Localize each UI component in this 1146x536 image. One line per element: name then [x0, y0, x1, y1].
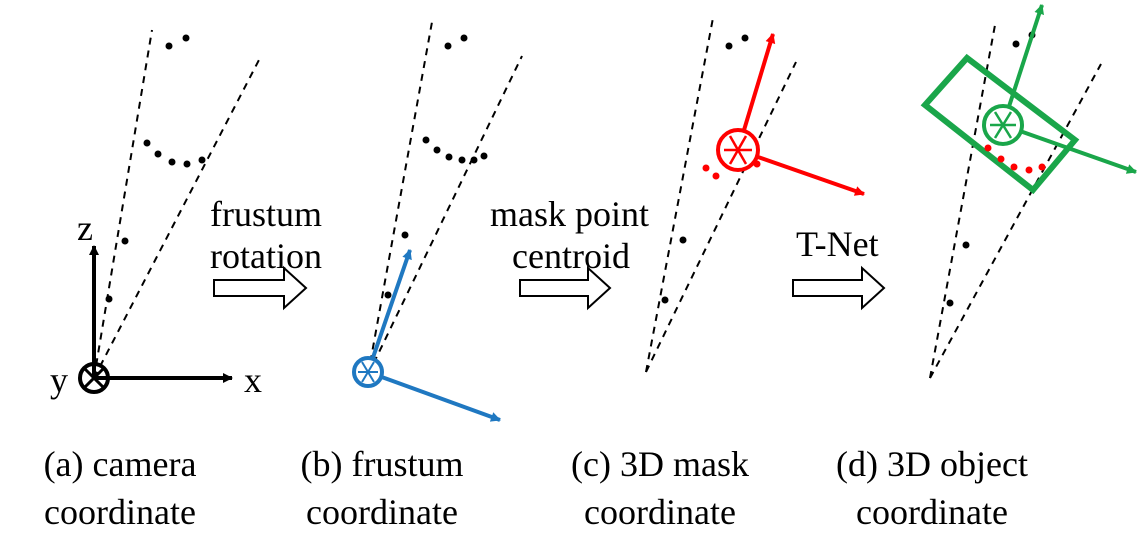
caption-object-coordinate: (d) 3D object coordinate	[802, 440, 1062, 536]
caption-line1: (d) 3D object	[836, 444, 1028, 484]
frustum-edge-left	[367, 21, 433, 376]
green-circle-cross-icon	[982, 104, 1024, 146]
frustum-edge-left	[93, 29, 153, 379]
y-axis-label: y	[50, 360, 68, 400]
caption-line2: coordinate	[306, 492, 458, 532]
hollow-block-arrow-icon	[792, 265, 886, 311]
panel-camera-coordinate	[78, 29, 261, 394]
bounding-box	[920, 53, 1080, 195]
step-label-mask-centroid-line2: centroid	[512, 236, 630, 276]
blue-circle-cross-icon	[352, 356, 384, 388]
circle-cross-icon	[78, 362, 110, 394]
x-axis-label: x	[244, 360, 262, 400]
point-cloud	[661, 34, 749, 304]
panel-frustum-coordinate	[352, 21, 523, 422]
mask-points	[984, 144, 1046, 174]
point-cloud	[384, 34, 488, 299]
mask-x-axis-arrow	[737, 148, 865, 196]
step-label-frustum-rotation-line1: frustum	[210, 194, 322, 234]
caption-line1: (a) camera	[43, 444, 197, 484]
panel-mask-coordinate	[645, 17, 865, 373]
point-cloud	[105, 34, 206, 303]
frustum-edge-right	[645, 61, 797, 373]
hollow-block-arrow-icon	[213, 265, 308, 311]
step-label-frustum-rotation-line2: rotation	[210, 236, 322, 276]
caption-line2: coordinate	[584, 492, 736, 532]
caption-line2: coordinate	[44, 492, 196, 532]
caption-mask-coordinate: (c) 3D mask coordinate	[540, 440, 780, 536]
step-label-t-net: T-Net	[796, 224, 879, 264]
hollow-block-arrow-icon	[519, 265, 612, 311]
frustum-edge-left	[929, 24, 996, 379]
frustum-z-axis-arrow	[366, 249, 412, 373]
object-x-axis-arrow	[1002, 123, 1137, 174]
caption-frustum-coordinate: (b) frustum coordinate	[262, 440, 502, 536]
step-label-mask-centroid-line1: mask point	[490, 194, 649, 234]
panel-object-coordinate	[920, 4, 1137, 379]
caption-line2: coordinate	[856, 492, 1008, 532]
object-z-axis-arrow	[1001, 4, 1044, 126]
frustum-edge-left	[645, 17, 714, 373]
z-axis-label: z	[77, 208, 93, 248]
caption-line1: (b) frustum	[300, 444, 464, 484]
red-circle-cross-icon	[716, 128, 760, 172]
frustum-x-axis-arrow	[367, 370, 501, 422]
caption-camera-coordinate: (a) camera coordinate	[0, 440, 240, 536]
caption-line1: (c) 3D mask	[571, 444, 749, 484]
frustum-edge-right	[93, 57, 261, 379]
